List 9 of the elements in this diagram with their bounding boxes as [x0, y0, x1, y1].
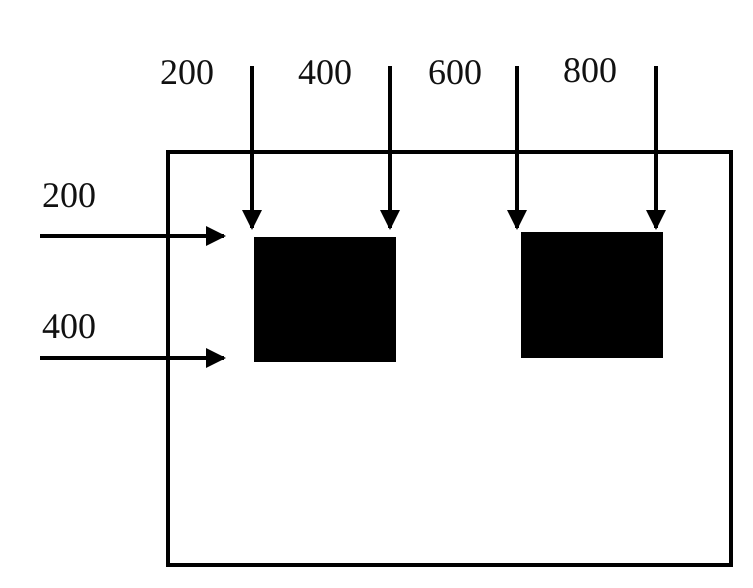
- dimension-label: 800: [563, 50, 617, 90]
- filled-square: [254, 237, 396, 362]
- dimension-label: 600: [428, 52, 482, 92]
- dimension-label: 200: [42, 175, 96, 215]
- dimension-label: 400: [42, 306, 96, 346]
- dimension-label: 400: [298, 52, 352, 92]
- dimension-label: 200: [160, 52, 214, 92]
- filled-square: [521, 232, 663, 358]
- outer-frame: [166, 150, 733, 567]
